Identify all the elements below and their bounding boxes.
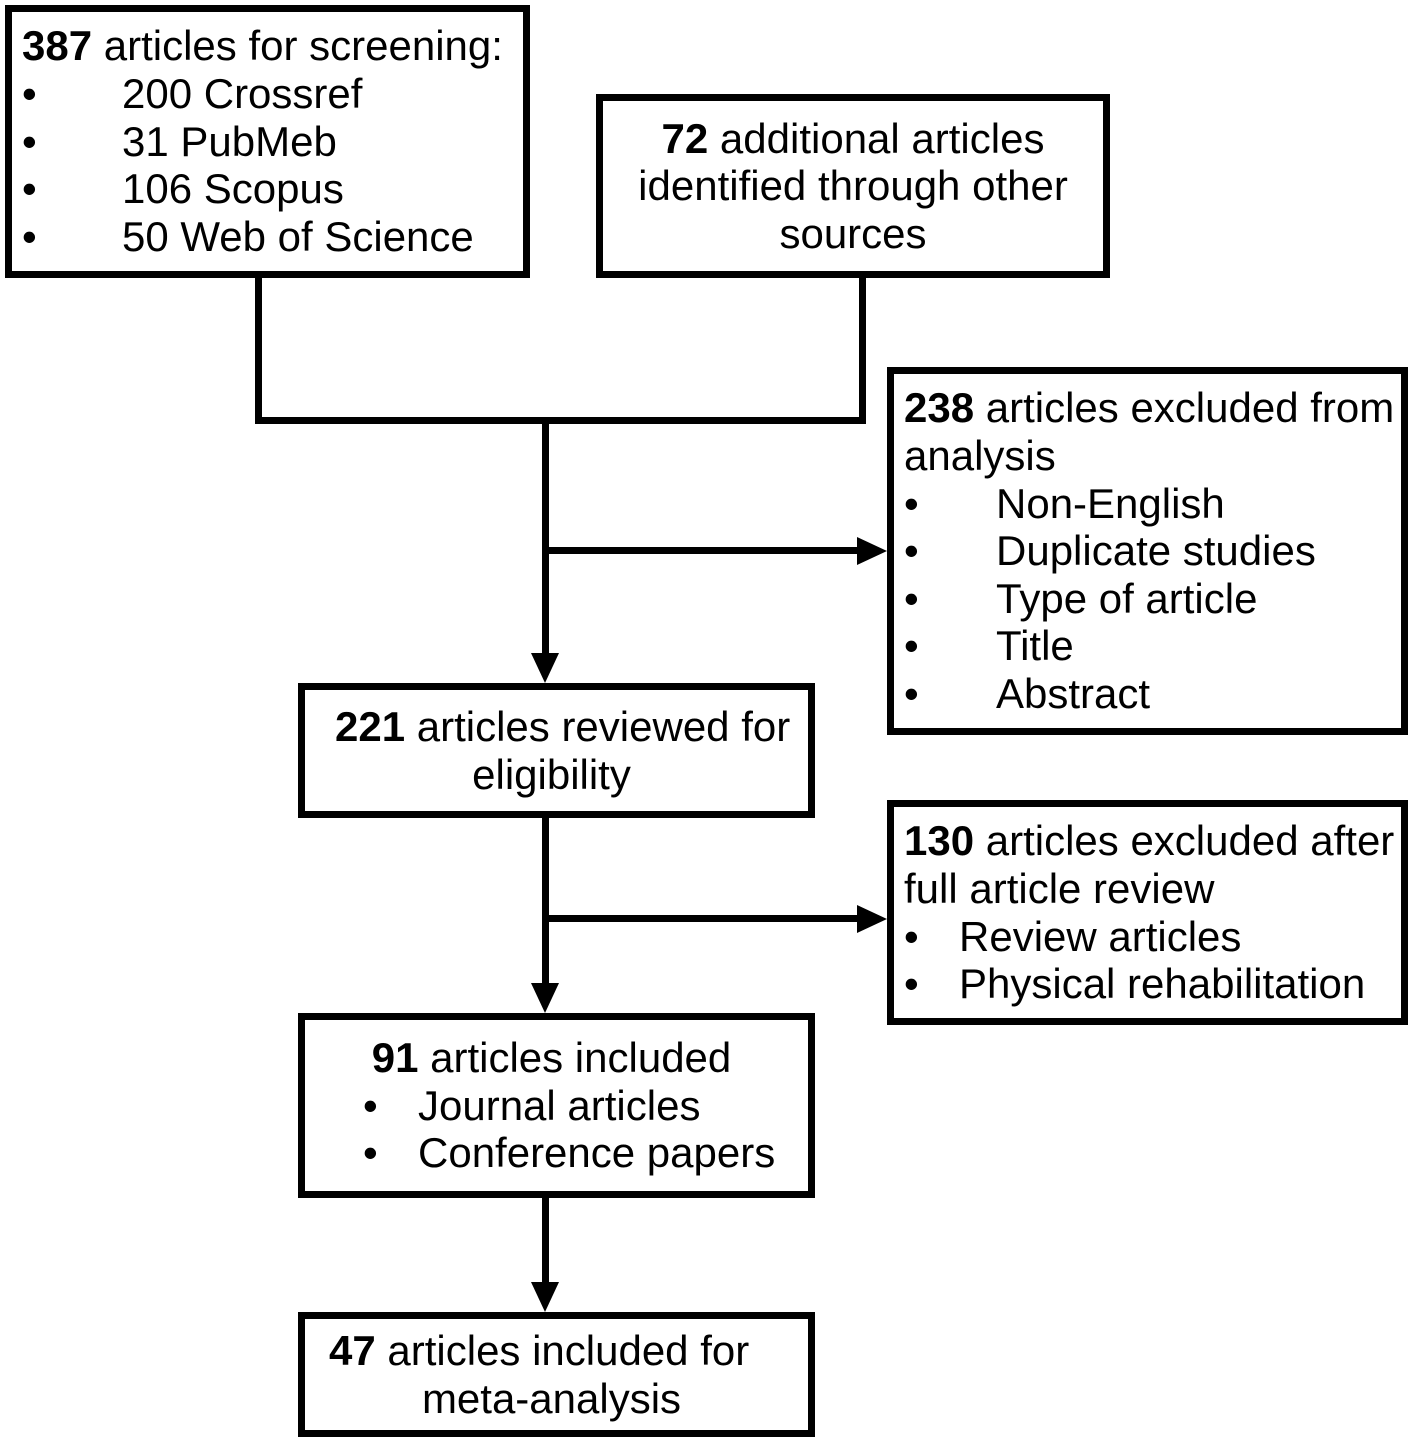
list-item: 106 Scopus — [22, 165, 513, 213]
eligibility-line-1: 221 articles reviewed for — [335, 703, 798, 751]
list-item: Non-English — [904, 480, 1391, 528]
screening-heading-rest: articles for screening: — [92, 22, 503, 70]
excluded-analysis-reason-list: Non-English Duplicate studies Type of ar… — [904, 480, 1391, 718]
arrowhead-to-excluded-fulltext — [857, 905, 887, 933]
list-item: Journal articles — [363, 1082, 798, 1130]
excluded-analysis-line-2: analysis — [904, 431, 1056, 479]
connector-spine-to-eligibility — [542, 417, 549, 653]
additional-count: 72 — [661, 114, 709, 162]
screening-heading: 387 articles for screening: — [22, 22, 513, 70]
eligibility-line-2: eligibility — [472, 750, 631, 798]
list-item: Physical rehabilitation — [904, 960, 1391, 1008]
additional-line-1-rest: additional articles — [708, 114, 1045, 162]
arrowhead-to-included — [531, 983, 559, 1013]
meta-analysis-count: 47 — [329, 1326, 376, 1374]
screening-count: 387 — [22, 22, 93, 70]
connector-screening-stub — [255, 272, 262, 424]
meta-analysis-line-1: 47 articles included for — [329, 1327, 798, 1375]
additional-line-1: 72 additional articles — [613, 115, 1093, 163]
box-excluded-from-analysis: 238 articles excluded from analysis Non-… — [887, 367, 1408, 735]
list-item: Conference papers — [363, 1129, 798, 1177]
excluded-fulltext-line-1: 130 articles excluded after — [904, 817, 1395, 865]
box-included-content: 91 articles included Journal articles Co… — [305, 1034, 808, 1177]
included-type-list: Journal articles Conference papers — [363, 1082, 798, 1177]
list-item: Review articles — [904, 913, 1391, 961]
eligibility-count: 221 — [335, 702, 406, 750]
included-line-1: 91 articles included — [363, 1034, 798, 1082]
arrowhead-to-eligibility — [531, 653, 559, 683]
excluded-fulltext-line-1-rest: articles excluded after — [974, 817, 1395, 865]
box-articles-for-screening: 387 articles for screening: 200 Crossref… — [5, 5, 530, 278]
box-eligibility-content: 221 articles reviewed for eligibility — [305, 703, 808, 798]
screening-source-list: 200 Crossref 31 PubMeb 106 Scopus 50 Web… — [22, 70, 513, 261]
box-meta-analysis-content: 47 articles included for meta-analysis — [305, 1327, 808, 1422]
box-excluded-fulltext-content: 130 articles excluded after full article… — [894, 817, 1401, 1008]
box-additional-articles: 72 additional articles identified throug… — [596, 94, 1110, 278]
meta-analysis-line-2: meta-analysis — [421, 1374, 682, 1422]
box-articles-included: 91 articles included Journal articles Co… — [298, 1013, 815, 1198]
arrowhead-to-meta-analysis — [531, 1282, 559, 1312]
list-item: Type of article — [904, 575, 1391, 623]
list-item: 200 Crossref — [22, 70, 513, 118]
arrowhead-to-excluded-analysis — [857, 537, 887, 565]
box-screening-content: 387 articles for screening: 200 Crossref… — [12, 22, 523, 260]
connector-spine-to-meta-analysis — [542, 1198, 549, 1282]
list-item: Title — [904, 622, 1391, 670]
excluded-analysis-count: 238 — [904, 384, 975, 432]
connector-spine-to-included — [542, 818, 549, 983]
eligibility-line-1-rest: articles reviewed for — [405, 702, 791, 750]
connector-branch-to-excluded-fulltext — [542, 915, 857, 922]
box-additional-content: 72 additional articles identified throug… — [603, 115, 1103, 258]
excluded-analysis-line-1: 238 articles excluded from — [904, 384, 1395, 432]
list-item: Abstract — [904, 670, 1391, 718]
excluded-fulltext-line-2: full article review — [904, 864, 1215, 912]
box-excluded-after-full-review: 130 articles excluded after full article… — [887, 800, 1408, 1025]
box-included-for-meta-analysis: 47 articles included for meta-analysis — [298, 1312, 815, 1437]
additional-line-3: sources — [779, 209, 927, 257]
additional-line-2: identified through other — [638, 162, 1068, 210]
box-excluded-analysis-content: 238 articles excluded from analysis Non-… — [894, 384, 1401, 718]
meta-analysis-line-1-rest: articles included for — [375, 1326, 750, 1374]
excluded-fulltext-count: 130 — [904, 817, 975, 865]
list-item: 50 Web of Science — [22, 213, 513, 261]
list-item: Duplicate studies — [904, 527, 1391, 575]
connector-branch-to-excluded-analysis — [542, 547, 857, 554]
box-reviewed-for-eligibility: 221 articles reviewed for eligibility — [298, 683, 815, 818]
included-line-1-rest: articles included — [418, 1034, 732, 1082]
excluded-analysis-line-1-rest: articles excluded from — [974, 384, 1395, 432]
excluded-fulltext-reason-list: Review articles Physical rehabilitation — [904, 913, 1391, 1008]
connector-merge-bar — [255, 417, 866, 424]
connector-additional-stub — [859, 272, 866, 424]
included-count: 91 — [371, 1034, 419, 1082]
list-item: 31 PubMeb — [22, 118, 513, 166]
